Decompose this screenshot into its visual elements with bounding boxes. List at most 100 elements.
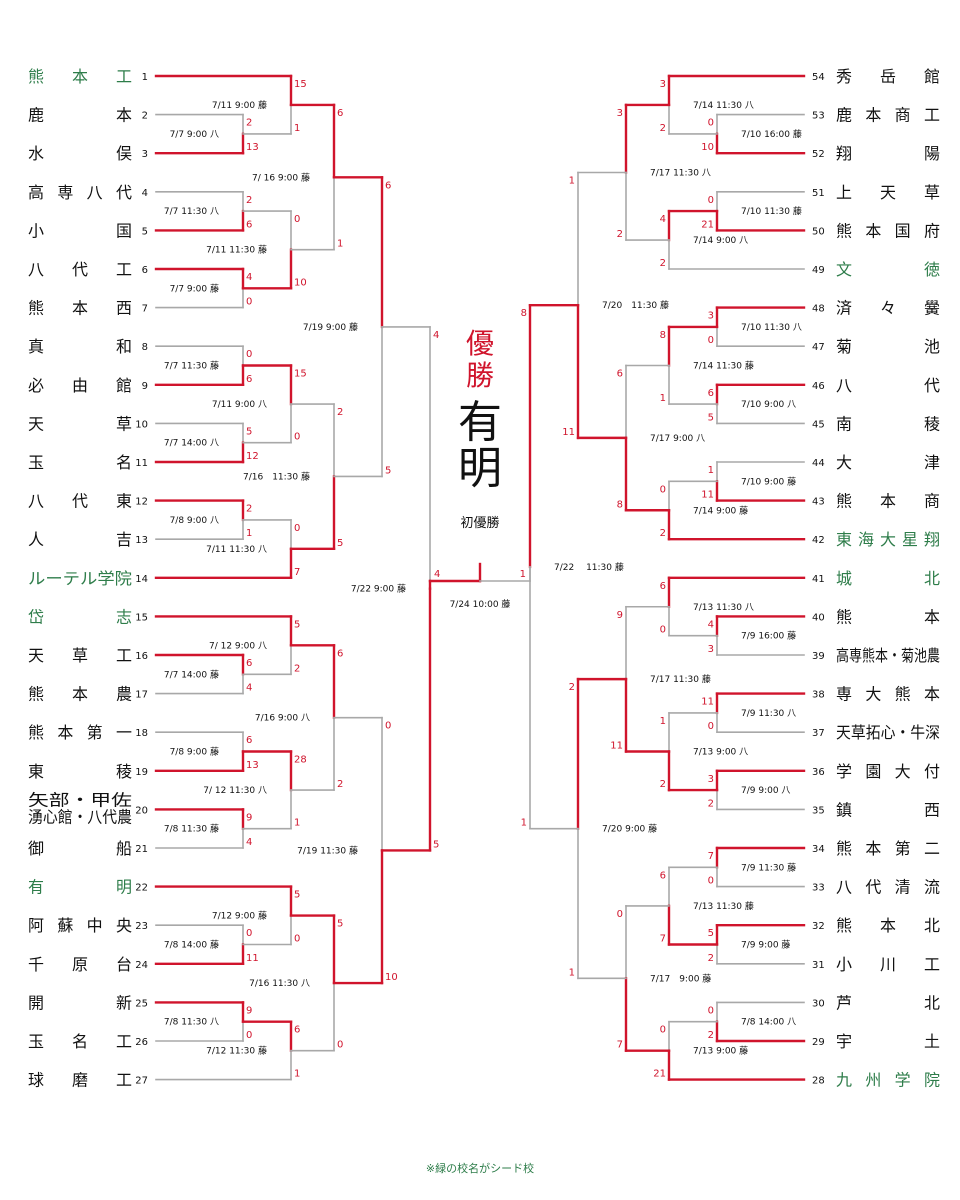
left-team-name: ルーテル学院 <box>28 569 132 588</box>
left-score: 0 <box>294 934 300 945</box>
right-score: 3 <box>708 774 714 785</box>
left-team-name: 玉名工 <box>28 1032 132 1051</box>
left-team-name: 岱志 <box>28 607 132 626</box>
right-team-name: 菊池 <box>836 337 940 356</box>
left-team-number: 14 <box>135 574 148 585</box>
right-score: 11 <box>610 741 623 752</box>
left-team-number: 6 <box>142 265 148 276</box>
right-score: 0 <box>708 335 714 346</box>
left-team-number: 27 <box>135 1076 148 1087</box>
right-team-number: 51 <box>812 188 825 199</box>
left-match-date: 7/8 9:00 八 <box>170 516 219 526</box>
left-match-date: 7/11 11:30 八 <box>206 545 267 555</box>
left-match-date: 7/7 14:00 藤 <box>164 668 219 680</box>
left-score: 15 <box>294 369 307 380</box>
left-team-number: 16 <box>135 651 148 662</box>
left-score: 0 <box>246 1030 252 1041</box>
left-score: 6 <box>246 735 252 746</box>
right-score: 3 <box>660 79 666 90</box>
left-team-name: 球磨工 <box>28 1071 132 1090</box>
left-team-name: 湧心館・八代農 <box>28 807 132 826</box>
right-team-number: 52 <box>812 149 825 160</box>
left-team-name: 阿蘇中央 <box>28 916 132 935</box>
left-match-date: 7/19 11:30 藤 <box>297 844 358 856</box>
final-score-left: 4 <box>434 569 440 580</box>
final-match-date: 7/24 10:00 藤 <box>450 598 511 610</box>
right-score: 4 <box>660 214 666 225</box>
right-score: 7 <box>708 851 714 862</box>
right-team-name: 芦北 <box>836 993 940 1012</box>
left-score: 1 <box>294 1069 300 1080</box>
left-team-name: 御船 <box>28 839 132 858</box>
left-match-date: 7/16 11:30 八 <box>249 979 310 989</box>
left-score: 0 <box>294 214 300 225</box>
right-score: 5 <box>708 412 714 423</box>
right-score: 0 <box>708 876 714 887</box>
right-team-number: 32 <box>812 921 825 932</box>
left-score: 1 <box>294 123 300 134</box>
right-match-date: 7/10 16:00 藤 <box>741 128 802 140</box>
left-team-name: 熊本第一 <box>28 723 132 742</box>
right-match-date: 7/14 11:30 八 <box>693 101 754 111</box>
left-score: 9 <box>246 812 252 823</box>
right-team-name: 鹿本商工 <box>836 106 940 125</box>
right-team-number: 38 <box>812 690 825 701</box>
right-score: 2 <box>660 528 666 539</box>
left-score: 15 <box>294 79 307 90</box>
left-score: 2 <box>246 504 252 515</box>
left-score: 13 <box>246 142 259 153</box>
right-score: 7 <box>617 1040 623 1051</box>
left-score: 6 <box>337 648 343 659</box>
right-match-date: 7/14 11:30 藤 <box>693 360 754 372</box>
right-score: 1 <box>521 818 527 829</box>
left-team-name: 八代工 <box>28 260 132 279</box>
left-team-number: 1 <box>142 72 148 83</box>
right-team-name: 熊本 <box>836 607 940 626</box>
left-score: 2 <box>337 779 343 790</box>
right-match-date: 7/13 11:30 八 <box>693 603 754 613</box>
right-team-number: 31 <box>812 960 825 971</box>
left-team-name: 真和 <box>28 337 132 356</box>
right-team-name: 高専熊本・菊池農 <box>836 646 940 665</box>
champion-label-line1: 優 <box>465 327 494 360</box>
left-score: 10 <box>294 277 307 288</box>
champion-name-line2: 明 <box>458 443 502 494</box>
left-score: 5 <box>294 890 300 901</box>
right-score: 0 <box>708 1005 714 1016</box>
right-score: 3 <box>708 311 714 322</box>
right-score: 7 <box>660 934 666 945</box>
left-team-number: 12 <box>135 497 148 508</box>
right-score: 1 <box>569 176 575 187</box>
right-match-date: 7/17 11:30 藤 <box>650 673 711 685</box>
left-team-number: 4 <box>142 188 148 199</box>
right-team-number: 43 <box>812 497 825 508</box>
left-team-name: 熊本農 <box>28 685 132 704</box>
right-match-date: 7/14 9:00 藤 <box>693 504 748 516</box>
right-score: 8 <box>660 330 666 341</box>
left-score: 9 <box>246 1005 252 1016</box>
left-score: 6 <box>337 108 343 119</box>
right-team-number: 47 <box>812 342 825 353</box>
left-score: 0 <box>385 721 391 732</box>
right-score: 11 <box>701 697 714 708</box>
left-team-number: 18 <box>135 728 148 739</box>
left-match-date: 7/8 14:00 藤 <box>164 939 219 951</box>
right-score: 6 <box>660 581 666 592</box>
left-team-number: 5 <box>142 226 148 237</box>
right-score: 2 <box>708 953 714 964</box>
left-match-date: 7/8 9:00 藤 <box>170 746 219 758</box>
left-score: 5 <box>433 839 439 850</box>
final-score-right: 1 <box>520 569 526 580</box>
left-team-number: 25 <box>135 998 148 1009</box>
right-score: 6 <box>617 369 623 380</box>
right-score: 5 <box>708 928 714 939</box>
left-match-date: 7/8 11:30 藤 <box>164 823 219 835</box>
left-team-name: 有明 <box>28 878 132 897</box>
right-match-date: 7/9 11:30 藤 <box>741 861 796 873</box>
left-team-number: 19 <box>135 767 148 778</box>
right-team-name: 城北 <box>836 569 940 588</box>
right-match-date: 7/17 9:00 藤 <box>650 972 711 984</box>
right-score: 11 <box>562 427 575 438</box>
right-score: 10 <box>701 142 714 153</box>
left-score: 5 <box>294 619 300 630</box>
